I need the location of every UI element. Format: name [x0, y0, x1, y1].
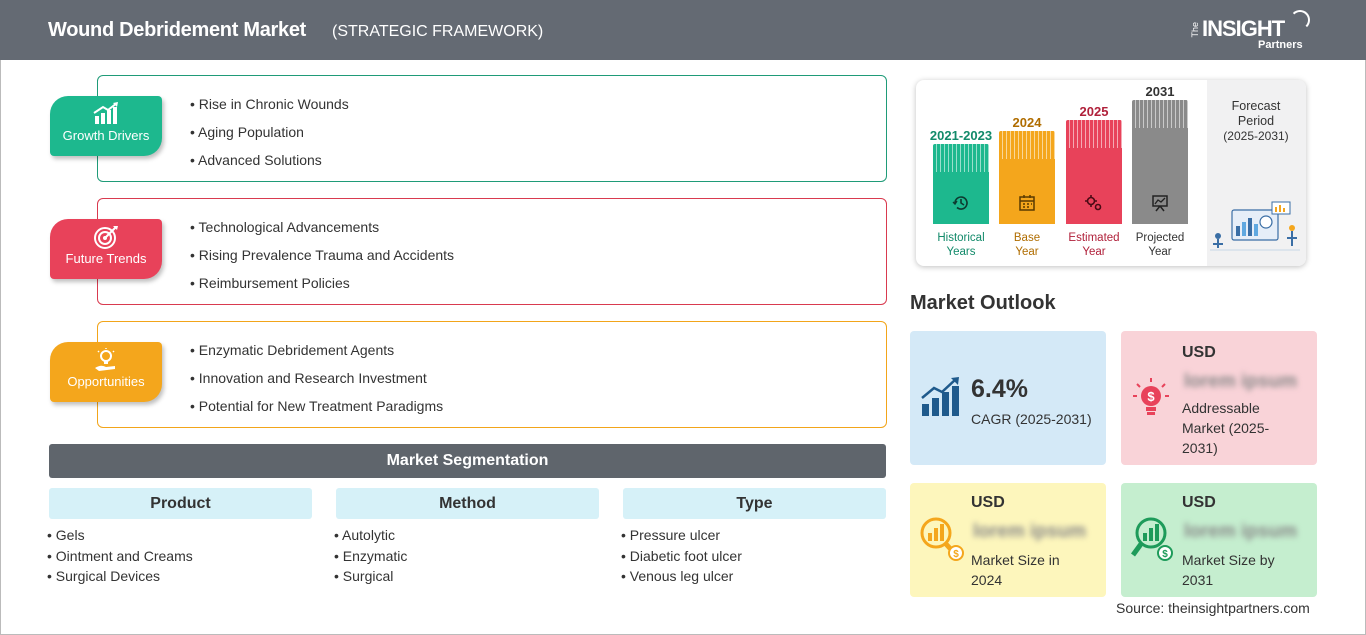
market-outlook-title: Market Outlook [910, 292, 1056, 314]
future-trends-list: Technological Advancements Rising Preval… [190, 213, 455, 297]
growth-drivers-badge: Growth Drivers [50, 96, 162, 156]
magnifier-chart-icon: $ [1130, 517, 1173, 561]
segment-header-product: Product [49, 488, 312, 519]
bar-year-estimated: 2025 [1079, 104, 1109, 119]
list-item: Aging Population [190, 118, 349, 146]
market-size-2024-card: $ USD lorem ipsum Market Size in 2024 [910, 483, 1106, 597]
size-2031-label: Market Size by 2031 [1182, 552, 1275, 588]
opportunities-label: Opportunities [67, 374, 145, 389]
growth-chart-icon [93, 102, 118, 124]
bar-base [999, 131, 1055, 224]
addressable-market-card: $ USD lorem ipsum Addressable Market (20… [1121, 331, 1317, 465]
list-item: Surgical [334, 566, 407, 587]
list-item: Rising Prevalence Trauma and Accidents [190, 241, 454, 269]
addressable-currency: USD [1182, 344, 1216, 361]
growth-drivers-list: Rise in Chronic Wounds Aging Population … [190, 90, 349, 174]
list-item: Enzymatic Debridement Agents [190, 336, 443, 364]
list-item: Surgical Devices [47, 566, 193, 587]
presentation-icon [1152, 195, 1168, 212]
list-item: Enzymatic [334, 546, 408, 567]
target-icon [94, 226, 118, 249]
analytics-illustration-icon [1210, 201, 1300, 251]
size-2024-value-blurred: lorem ipsum [973, 521, 1086, 542]
list-item: Venous leg ulcer [621, 566, 742, 587]
history-icon [952, 196, 968, 210]
dollar-bulb-icon: $ [1133, 378, 1169, 415]
list-item: Potential for New Treatment Paradigms [190, 392, 443, 420]
list-item: Advanced Solutions [190, 146, 349, 174]
source-link[interactable]: Source: theinsightpartners.com [1116, 600, 1310, 616]
bar-year-projected: 2031 [1145, 84, 1175, 99]
growth-drivers-label: Growth Drivers [62, 128, 150, 143]
list-item: Autolytic [334, 525, 407, 546]
segment-list-method: Autolytic Enzymatic Surgical [334, 525, 407, 587]
svg-text:$: $ [1162, 549, 1168, 560]
market-size-2031-card: $ USD lorem ipsum Market Size by 2031 [1121, 483, 1317, 597]
calendar-icon [1019, 195, 1035, 211]
gears-icon [1085, 195, 1102, 211]
cagr-value: 6.4% [971, 375, 1028, 403]
future-trends-badge: Future Trends [50, 219, 162, 279]
segment-header-type: Type [623, 488, 886, 519]
addressable-value-blurred: lorem ipsum [1184, 371, 1297, 392]
market-segmentation-bar: Market Segmentation [49, 444, 886, 478]
bar-estimated [1066, 120, 1122, 224]
list-item: Innovation and Research Investment [190, 364, 443, 392]
opportunities-list: Enzymatic Debridement Agents Innovation … [190, 336, 443, 420]
page-title: Wound Debridement Market [48, 19, 307, 41]
page-subtitle: (STRATEGIC FRAMEWORK) [332, 23, 544, 40]
size-2024-currency: USD [971, 494, 1005, 511]
segment-list-product: Gels Ointment and Creams Surgical Device… [47, 525, 193, 587]
list-item: Ointment and Creams [47, 546, 193, 567]
insight-partners-logo: The INSIGHT Partners [1190, 10, 1320, 54]
cagr-card: 6.4% CAGR (2025-2031) [910, 331, 1106, 465]
bar-projected [1132, 100, 1188, 224]
list-item: Rise in Chronic Wounds [190, 90, 349, 118]
forecast-period-label: Forecast Period (2025-2031) [1223, 99, 1289, 143]
lightbulb-hand-icon [95, 348, 115, 371]
size-2031-value-blurred: lorem ipsum [1184, 521, 1297, 542]
list-item: Gels [47, 525, 193, 546]
cagr-label: CAGR (2025-2031) [971, 411, 1092, 427]
bar-year-base: 2024 [1012, 115, 1042, 130]
svg-text:$: $ [953, 549, 959, 560]
bar-year-historical: 2021-2023 [929, 128, 993, 143]
list-item: Technological Advancements [190, 213, 454, 241]
list-item: Diabetic foot ulcer [621, 546, 742, 567]
segment-list-type: Pressure ulcer Diabetic foot ulcer Venou… [621, 525, 742, 587]
list-item: Pressure ulcer [621, 525, 742, 546]
header-bar: Wound Debridement Market (STRATEGIC FRAM… [0, 0, 1366, 60]
bar-historical [933, 144, 989, 224]
segment-header-method: Method [336, 488, 599, 519]
size-2031-currency: USD [1182, 494, 1216, 511]
future-trends-label: Future Trends [65, 251, 147, 266]
size-2024-label: Market Size in 2024 [971, 552, 1060, 588]
svg-text:$: $ [1147, 389, 1155, 404]
magnifier-chart-icon: $ [920, 517, 964, 561]
list-item: Reimbursement Policies [190, 269, 454, 297]
addressable-label: Addressable Market (2025-2031) [1182, 400, 1270, 456]
growth-chart-icon [921, 377, 959, 416]
opportunities-badge: Opportunities [50, 342, 162, 402]
